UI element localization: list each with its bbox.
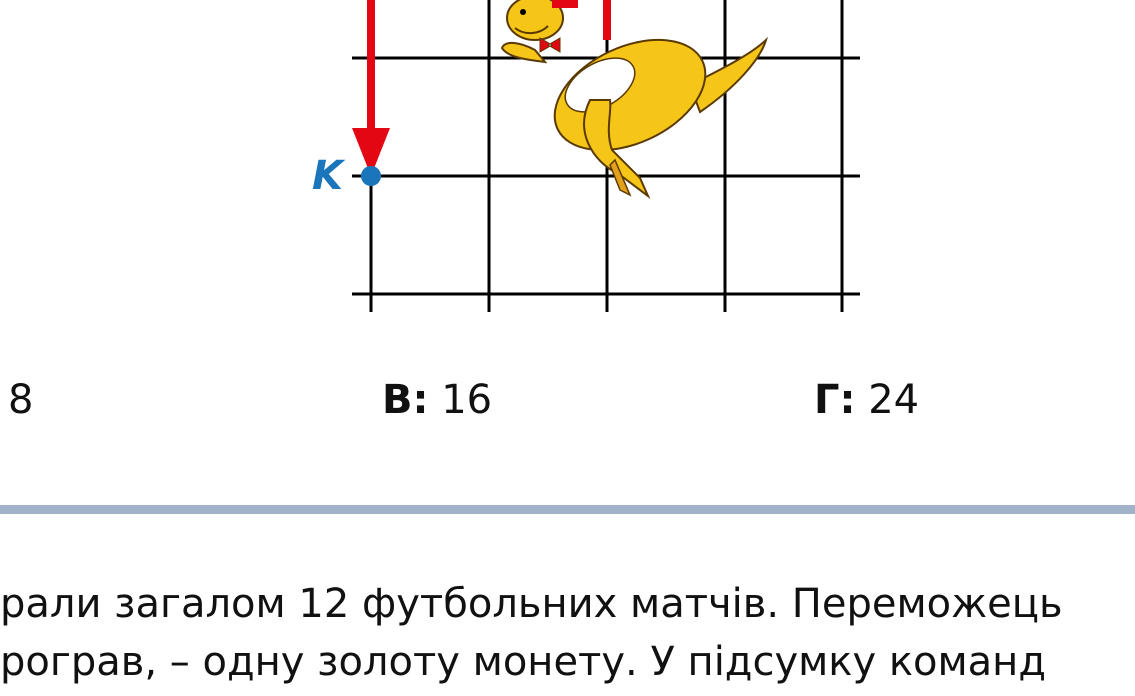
answer-option-v: В: 16 (382, 374, 492, 426)
option-value: 24 (868, 377, 920, 423)
option-value: 16 (441, 377, 493, 423)
point-label: K (312, 153, 346, 199)
answer-option-a: 8 (8, 374, 33, 426)
arrow-head (352, 128, 390, 176)
grid-figure: K (312, 0, 860, 312)
section-divider (0, 505, 1135, 514)
option-value: 8 (8, 377, 34, 423)
problem-text-line-1: рали загалом 12 футбольних матчів. Перем… (0, 581, 1063, 627)
point-k (361, 166, 381, 186)
option-letter: В: (382, 377, 429, 423)
kangaroo-illustration (500, 0, 769, 200)
answer-option-g: Г: 24 (814, 374, 919, 426)
option-letter: Г: (814, 377, 856, 423)
problem-text-line-2: рограв, – одну золоту монету. У підсумку… (0, 639, 1046, 685)
